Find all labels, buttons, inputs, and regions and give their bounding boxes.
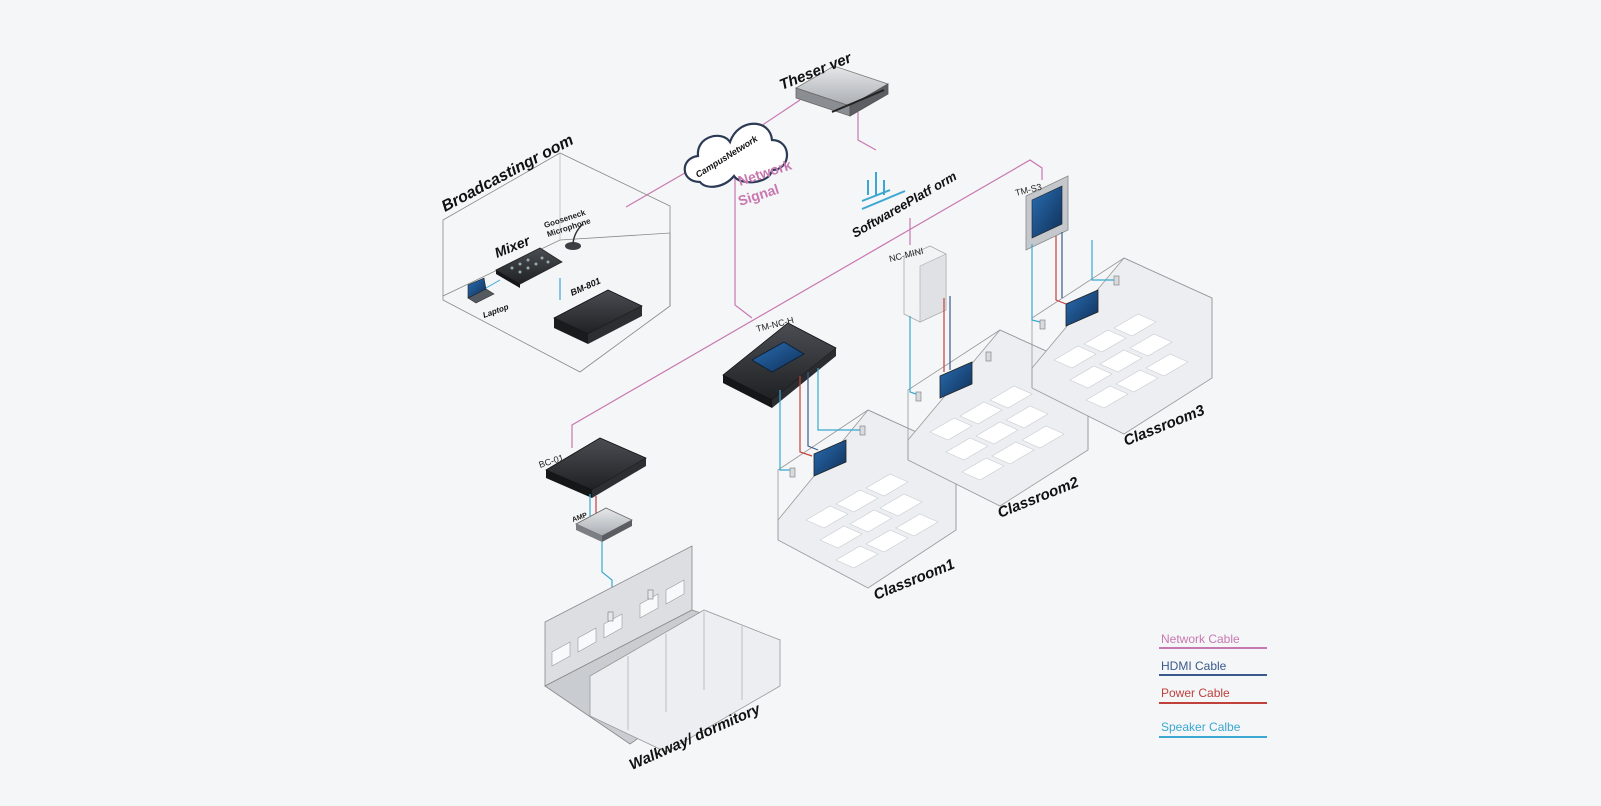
tm-nc-h-screen xyxy=(751,341,805,373)
classroom3 xyxy=(1031,257,1213,435)
server xyxy=(795,65,889,117)
cloud-icon xyxy=(683,122,788,188)
classroom2-speaker-left xyxy=(915,391,922,402)
tm-s3 xyxy=(1025,175,1069,251)
broadcasting-room-label: Broadcastingr oom xyxy=(439,132,576,216)
nc-mini xyxy=(903,245,947,323)
classroom3-display xyxy=(1065,289,1099,327)
classroom1-cables xyxy=(779,368,860,471)
legend-item: Power Cable xyxy=(1159,686,1267,704)
broadcasting-room xyxy=(442,152,671,373)
software-platform-label: SoftwareePlatf orm xyxy=(849,168,959,240)
walkway-dormitory xyxy=(544,545,781,753)
network-cable-server-platform xyxy=(857,112,877,151)
classroom2-cables xyxy=(909,296,951,395)
mixer-knobs xyxy=(510,256,550,274)
classroom2-speaker-right xyxy=(985,351,992,362)
network-cable-cloud-tmnc xyxy=(734,177,753,319)
legend-item: Speaker Calbe xyxy=(1159,720,1267,738)
tm-s3-screen xyxy=(1031,185,1063,239)
network-cable-broadcast-cloud xyxy=(625,169,691,208)
walkway-speaker-1 xyxy=(607,611,614,622)
network-cables xyxy=(571,99,1043,448)
network-cable-cloud-server xyxy=(757,99,801,129)
walkway-windows xyxy=(551,579,685,667)
tm-nc-h xyxy=(722,322,837,408)
software-platform-icon xyxy=(861,172,906,210)
amp xyxy=(575,507,633,542)
bc-amp-cables xyxy=(589,494,597,516)
legend-label-power: Power Cable xyxy=(1161,686,1230,700)
classroom1-speaker-left xyxy=(789,467,796,478)
classroom1-display xyxy=(813,439,847,477)
classroom1-speaker-right xyxy=(859,425,866,436)
mixer xyxy=(495,247,563,288)
classroom3-speaker-left xyxy=(1039,319,1046,330)
gooseneck-microphone xyxy=(565,223,584,250)
dormitory-partitions xyxy=(627,612,743,730)
campus-network-cloud xyxy=(683,122,788,188)
legend-label-network: Network Cable xyxy=(1161,632,1240,646)
legend-item: HDMI Cable xyxy=(1159,659,1267,676)
classroom3-speaker-right xyxy=(1113,275,1120,286)
server-vents xyxy=(831,89,885,113)
bm-801 xyxy=(553,289,643,344)
legend: Network Cable HDMI Cable Power Cable Spe… xyxy=(1159,632,1267,738)
classroom3-desks xyxy=(1053,313,1189,409)
legend-item: Network Cable xyxy=(1159,632,1267,649)
classroom2-display xyxy=(939,361,973,399)
classroom2-desks xyxy=(929,385,1065,481)
walkway-speaker-2 xyxy=(647,589,654,600)
classroom1-desks xyxy=(805,473,939,569)
dormitory-rooms xyxy=(589,609,781,753)
network-cable-backbone xyxy=(571,159,1043,448)
bc-01 xyxy=(545,437,647,498)
legend-label-hdmi: HDMI Cable xyxy=(1161,659,1227,673)
classroom3-cables xyxy=(1031,232,1114,323)
laptop xyxy=(467,277,495,304)
legend-label-speaker: Speaker Calbe xyxy=(1161,720,1241,734)
